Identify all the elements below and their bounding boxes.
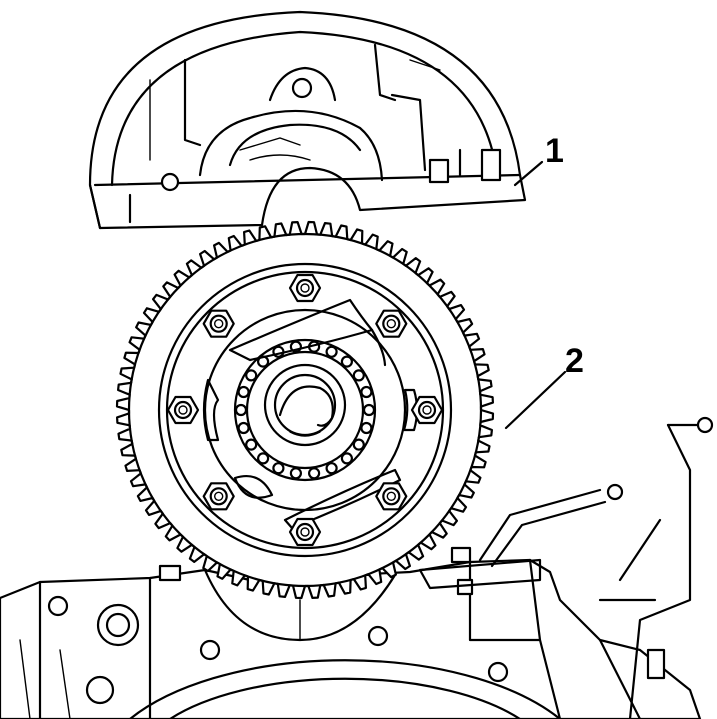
bearing-roller <box>340 452 353 465</box>
leader-line-2 <box>504 370 567 430</box>
bearing-roller <box>325 345 338 358</box>
callout-1: 1 <box>513 132 564 187</box>
bearing-roller <box>272 462 285 475</box>
linkage-rods <box>478 416 714 719</box>
hex-bolt <box>288 273 322 303</box>
bearing-roller <box>245 369 258 382</box>
hex-bolt <box>166 395 200 425</box>
bearing-roller <box>325 462 338 475</box>
flywheel-bolts <box>166 273 444 547</box>
bearing-roller <box>308 467 321 480</box>
bearing-roller <box>289 467 302 480</box>
hex-bolt <box>202 309 235 338</box>
bearing-roller <box>362 403 376 417</box>
bearing-roller <box>245 438 258 451</box>
bearing-roller <box>257 452 270 465</box>
bearing-roller <box>360 421 373 435</box>
hex-bolt <box>202 482 235 511</box>
bearing-roller <box>237 385 250 399</box>
hex-bolt <box>375 482 408 511</box>
hex-bolt <box>375 309 408 338</box>
bearing-roller <box>360 385 373 399</box>
bearing-roller <box>237 421 250 435</box>
callout-label-1: 1 <box>545 132 564 170</box>
bearing-roller <box>352 438 365 451</box>
bearing-roller <box>234 403 248 417</box>
leader-line-1 <box>513 160 544 187</box>
hex-bolt <box>288 517 322 547</box>
lower-housing <box>0 546 702 719</box>
flywheel-ring-gear <box>115 220 495 600</box>
callout-label-2: 2 <box>565 342 584 380</box>
bearing-roller <box>352 369 365 382</box>
bearing-roller <box>340 355 353 368</box>
callout-2: 2 <box>504 342 584 430</box>
cover-half <box>88 10 527 230</box>
hex-bolt <box>410 395 444 425</box>
